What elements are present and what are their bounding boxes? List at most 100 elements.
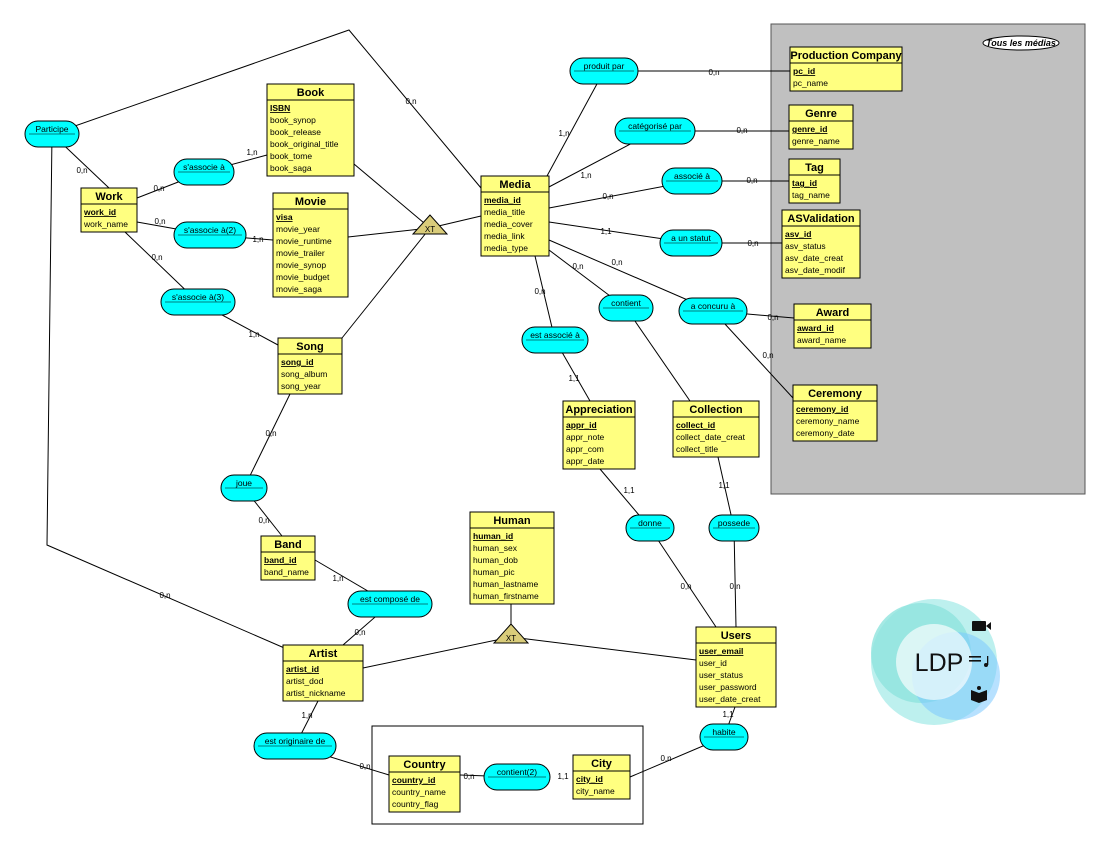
entity-attribute: genre_name (792, 136, 840, 146)
association-label: produit par (584, 61, 625, 71)
association-contient2[interactable]: contient(2) (483, 763, 551, 791)
cardinality-label: 0,n (359, 762, 370, 771)
logo-music-icon (969, 656, 989, 667)
associations-layer: produit par catégorisé par associé à a un s… (24, 57, 760, 791)
association-est-originaire-de[interactable]: est originaire de (253, 732, 337, 760)
cardinality-label: 0,n (708, 68, 719, 77)
cardinality-label: 0,n (159, 591, 170, 600)
association-produit-par[interactable]: produit par (569, 57, 639, 85)
association-a-concuru-a[interactable]: a concuru à (678, 297, 748, 325)
entity-attribute: ISBN (270, 103, 290, 113)
entity-attribute: appr_date (566, 456, 605, 466)
association-label: joue (235, 478, 252, 488)
entity-title: Country (403, 759, 446, 771)
relation-line (510, 636, 697, 661)
entity-attribute: collect_id (676, 420, 715, 430)
entity-attribute: country_flag (392, 799, 439, 809)
relation-line (51, 29, 482, 189)
cardinality-label: 0,n (258, 516, 269, 525)
entity-title: Media (499, 179, 531, 191)
relation-line (341, 227, 431, 339)
entity-movie[interactable]: Movievisamovie_yearmovie_runtimemovie_tr… (272, 192, 349, 298)
association-a-un-statut[interactable]: a un statut (659, 229, 723, 257)
association-participe[interactable]: Participe (24, 120, 80, 148)
association-joue[interactable]: joue (220, 474, 268, 502)
cardinality-label: 0,n (463, 772, 474, 781)
cardinality-label: 0,n (746, 176, 757, 185)
cardinality-label: 0,n (729, 582, 740, 591)
entity-asvalidation[interactable]: ASValidationasv_idasv_statusasv_date_cre… (781, 209, 861, 279)
entity-attribute: country_name (392, 787, 446, 797)
entity-attribute: artist_dod (286, 676, 324, 686)
cardinality-label: 1,n (301, 711, 312, 720)
association-categorise-par[interactable]: catégorisé par (614, 117, 696, 145)
association-s-associe-a[interactable]: s'associe à (173, 158, 235, 186)
association-label: associé à (674, 171, 710, 181)
entity-human[interactable]: Humanhuman_idhuman_sexhuman_dobhuman_pic… (469, 511, 555, 605)
relation-line (649, 527, 717, 628)
entity-attribute: book_synop (270, 115, 316, 125)
association-s-associe-a3[interactable]: s'associe à(3) (160, 288, 236, 316)
entity-attribute: band_name (264, 567, 309, 577)
inheritance-xt-human: XT (492, 623, 530, 644)
ldp-logo: LDP (871, 599, 1000, 725)
entity-attribute: ceremony_id (796, 404, 848, 414)
cardinality-label: 0,n (76, 166, 87, 175)
relation-line (546, 70, 605, 177)
entity-attribute: collect_date_creat (676, 432, 746, 442)
entity-collection[interactable]: Collectioncollect_idcollect_date_creatco… (672, 400, 760, 458)
association-donne[interactable]: donne (625, 514, 675, 542)
entity-attribute: country_id (392, 775, 435, 785)
cardinality-label: 0,n (572, 262, 583, 271)
entity-country[interactable]: Country country_id country_name country_fla… (388, 755, 461, 813)
entity-attribute: song_album (281, 369, 327, 379)
entity-attribute: song_year (281, 381, 321, 391)
entity-attribute: media_title (484, 207, 525, 217)
entity-attribute: user_password (699, 682, 757, 692)
cardinality-label: 0,n (151, 253, 162, 262)
cardinality-label: 0,n (405, 97, 416, 106)
relation-line (362, 636, 512, 669)
entity-attribute: book_original_title (270, 139, 339, 149)
entity-users[interactable]: Usersuser_emailuser_iduser_statususer_pa… (695, 626, 777, 708)
association-s-associe-a2[interactable]: s'associe à(2) (173, 221, 247, 249)
entity-book[interactable]: BookISBNbook_synopbook_releasebook_origi… (266, 83, 355, 177)
entity-attribute: book_saga (270, 163, 312, 173)
entity-title: ASValidation (787, 213, 855, 225)
entity-attribute: tag_id (792, 178, 817, 188)
entity-attribute: user_date_creat (699, 694, 761, 704)
association-habite[interactable]: habite (699, 723, 749, 751)
cardinality-label: 0,n (611, 258, 622, 267)
entity-attribute: asv_date_modif (785, 265, 846, 275)
relation-line (353, 163, 431, 229)
entity-media[interactable]: Mediamedia_idmedia_titlemedia_covermedia… (480, 175, 550, 257)
cardinality-label: 0,n (762, 351, 773, 360)
entity-attribute: asv_id (785, 229, 811, 239)
cardinality-label: 0,n (153, 184, 164, 193)
association-associe-a[interactable]: associé à (661, 167, 723, 195)
entity-ceremony[interactable]: Ceremonyceremony_idceremony_nameceremony… (792, 384, 878, 442)
association-label: a un statut (671, 233, 711, 243)
cardinality-label: 0,n (747, 239, 758, 248)
relation-line (347, 227, 431, 238)
association-contient[interactable]: contient (598, 294, 654, 322)
entity-attribute: media_link (484, 231, 525, 241)
logo-text: LDP (915, 649, 964, 677)
association-est-compose-de[interactable]: est composé de (347, 590, 433, 618)
association-est-associe-a[interactable]: est associé à (521, 326, 589, 354)
entity-appreciation[interactable]: Appreciationappr_idappr_noteappr_comappr… (562, 400, 636, 470)
entity-title: Band (274, 539, 302, 551)
association-possede[interactable]: possede (708, 514, 760, 542)
cardinality-label: 1,1 (557, 772, 569, 781)
cardinality-label: 1,1 (600, 227, 612, 236)
